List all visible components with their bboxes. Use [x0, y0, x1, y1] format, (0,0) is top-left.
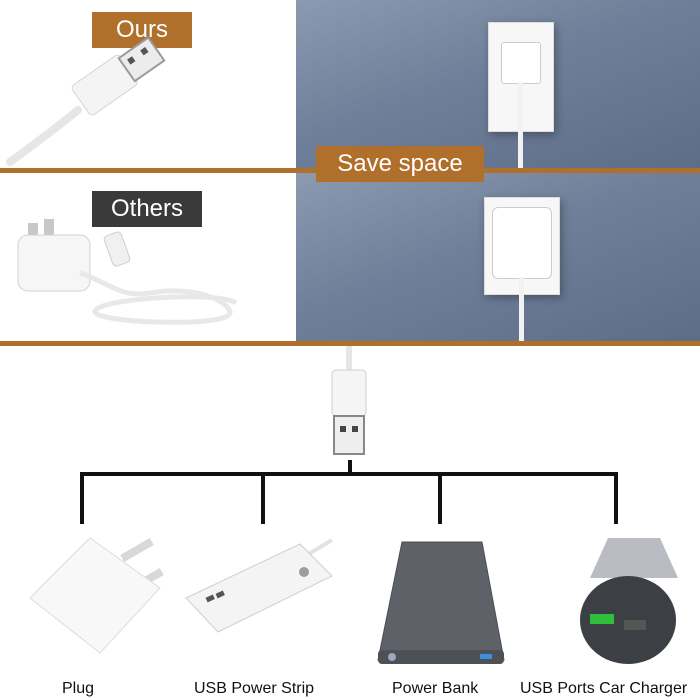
tree-branch-2	[261, 472, 265, 524]
cable-bulky	[519, 277, 524, 341]
bulky-adapter-icon	[17, 219, 238, 325]
caption-plug: Plug	[62, 680, 95, 697]
wall-compact-panel	[296, 0, 700, 168]
cable-compact	[518, 82, 523, 168]
usb-plug-compact	[501, 42, 541, 84]
tree-stem	[348, 460, 352, 474]
caption-usb-power-strip: USB Power Strip	[194, 680, 315, 697]
car-charger-icon	[580, 538, 678, 664]
power-bank-icon	[377, 541, 505, 664]
others-panel: Others	[0, 173, 296, 341]
save-space-badge: Save space	[316, 146, 484, 182]
tree-branch-1	[80, 472, 84, 524]
usb-connector-icon	[331, 346, 367, 455]
bulky-adapter-plugged	[492, 207, 552, 279]
wall-bulky-panel	[296, 173, 700, 341]
caption-power-bank: Power Bank	[392, 680, 479, 697]
tree-branch-3	[438, 472, 442, 524]
middle-divider	[0, 341, 700, 346]
caption-car-charger: USB Ports Car Charger	[520, 680, 688, 697]
usb-cable-icon	[6, 36, 166, 166]
others-badge: Others	[92, 191, 202, 227]
tree-branch-4	[614, 472, 618, 524]
plug-icon	[29, 537, 164, 654]
ours-panel: Ours	[0, 0, 296, 168]
usb-power-strip-icon	[185, 538, 334, 633]
tree-bar	[80, 472, 618, 476]
